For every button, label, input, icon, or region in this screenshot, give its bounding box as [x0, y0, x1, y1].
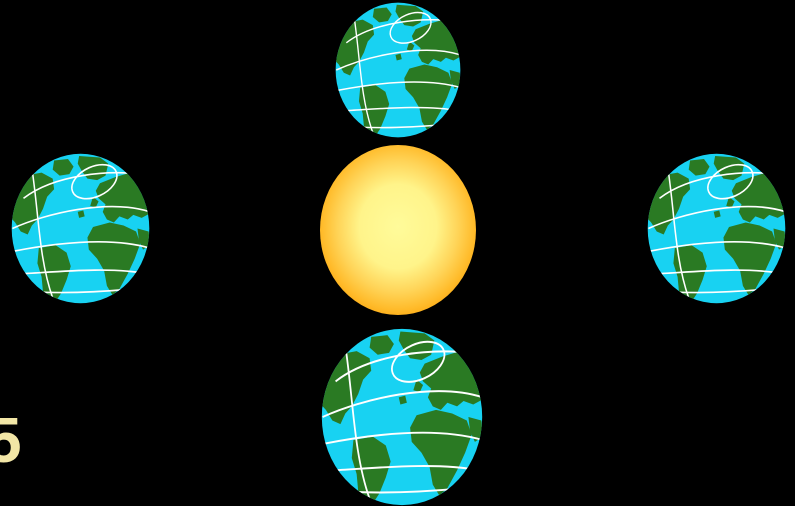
earth-top-globe-icon	[335, 2, 461, 138]
earth-bottom-globe-icon	[321, 328, 483, 506]
edge-text: 5	[0, 408, 22, 472]
earth-right-globe-icon	[647, 153, 786, 304]
earth-left-globe-icon	[11, 153, 150, 304]
sun-icon	[319, 144, 477, 316]
